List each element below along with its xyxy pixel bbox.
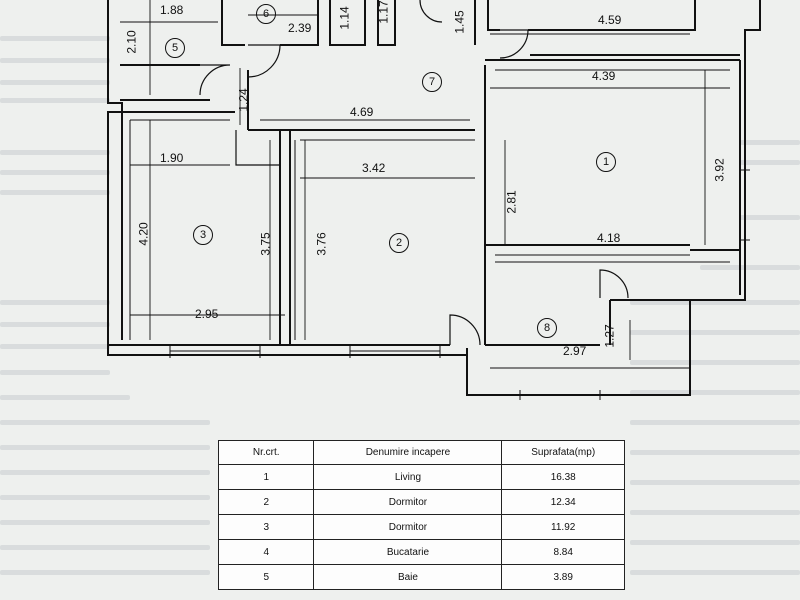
room-marker: 8 [537, 318, 557, 338]
dimension-label: 2.39 [288, 21, 312, 35]
table-row: 4 Bucatarie 8.84 [217, 539, 625, 565]
table-row: 5 Baie 3.89 [217, 564, 625, 590]
dimension-label: 1.45 [452, 10, 467, 34]
column-header-room-name: Denumire incapere [313, 440, 503, 465]
room-name-cell: Baie [313, 564, 503, 590]
room-number-cell: 4 [217, 539, 315, 565]
room-name-cell: Bucatarie [313, 539, 503, 565]
dimension-label: 4.18 [597, 231, 621, 245]
dimension-label: 1.17 [376, 0, 391, 24]
room-number-cell: 5 [217, 564, 315, 590]
dimension-label: 1.24 [236, 88, 251, 112]
room-marker: 3 [193, 225, 213, 245]
dimension-label: 4.69 [350, 105, 374, 119]
room-marker: 1 [596, 152, 616, 172]
dimension-label: 1.88 [160, 3, 184, 17]
dimension-label: 2.95 [195, 307, 219, 321]
dimension-label: 3.42 [362, 161, 386, 175]
room-area-cell: 12.34 [501, 489, 625, 515]
room-name-cell: Dormitor [313, 514, 503, 540]
table-row: 3 Dormitor 11.92 [217, 514, 625, 540]
room-number-cell: 3 [217, 514, 315, 540]
room-area-cell: 11.92 [501, 514, 625, 540]
room-area-cell: 16.38 [501, 464, 625, 490]
room-name-cell: Living [313, 464, 503, 490]
dimension-label: 3.75 [258, 232, 273, 256]
dimension-label: 4.39 [592, 69, 616, 83]
dimension-label: 3.92 [712, 158, 727, 182]
column-header-area: Suprafata(mp) [501, 440, 625, 465]
floor-plan: 1.88 2.10 2.39 1.14 1.17 1.45 4.59 4.39 … [107, 0, 761, 400]
dimension-label: 4.59 [598, 13, 622, 27]
dimension-label: 2.10 [124, 30, 139, 54]
room-marker: 6 [256, 4, 276, 24]
room-number-cell: 1 [217, 464, 315, 490]
dimension-label: 1.90 [160, 151, 184, 165]
room-marker: 2 [389, 233, 409, 253]
column-header-number: Nr.crt. [217, 440, 315, 465]
room-number-cell: 2 [217, 489, 315, 515]
table-row: 2 Dormitor 12.34 [217, 489, 625, 515]
room-marker: 7 [422, 72, 442, 92]
dimension-label: 3.76 [314, 232, 329, 256]
room-area-table: Nr.crt. Denumire incapere Suprafata(mp) … [217, 440, 625, 590]
table-header-row: Nr.crt. Denumire incapere Suprafata(mp) [217, 440, 625, 465]
room-name-cell: Dormitor [313, 489, 503, 515]
dimension-label: 2.97 [563, 344, 587, 358]
dimension-label: 1.14 [337, 6, 352, 30]
room-marker: 5 [165, 38, 185, 58]
floor-plan-walls [107, 0, 761, 400]
table-row: 1 Living 16.38 [217, 464, 625, 490]
room-area-cell: 8.84 [501, 539, 625, 565]
dimension-label: 2.81 [504, 190, 519, 214]
dimension-label: 1.27 [602, 324, 617, 348]
dimension-label: 4.20 [136, 222, 151, 246]
room-area-cell: 3.89 [501, 564, 625, 590]
